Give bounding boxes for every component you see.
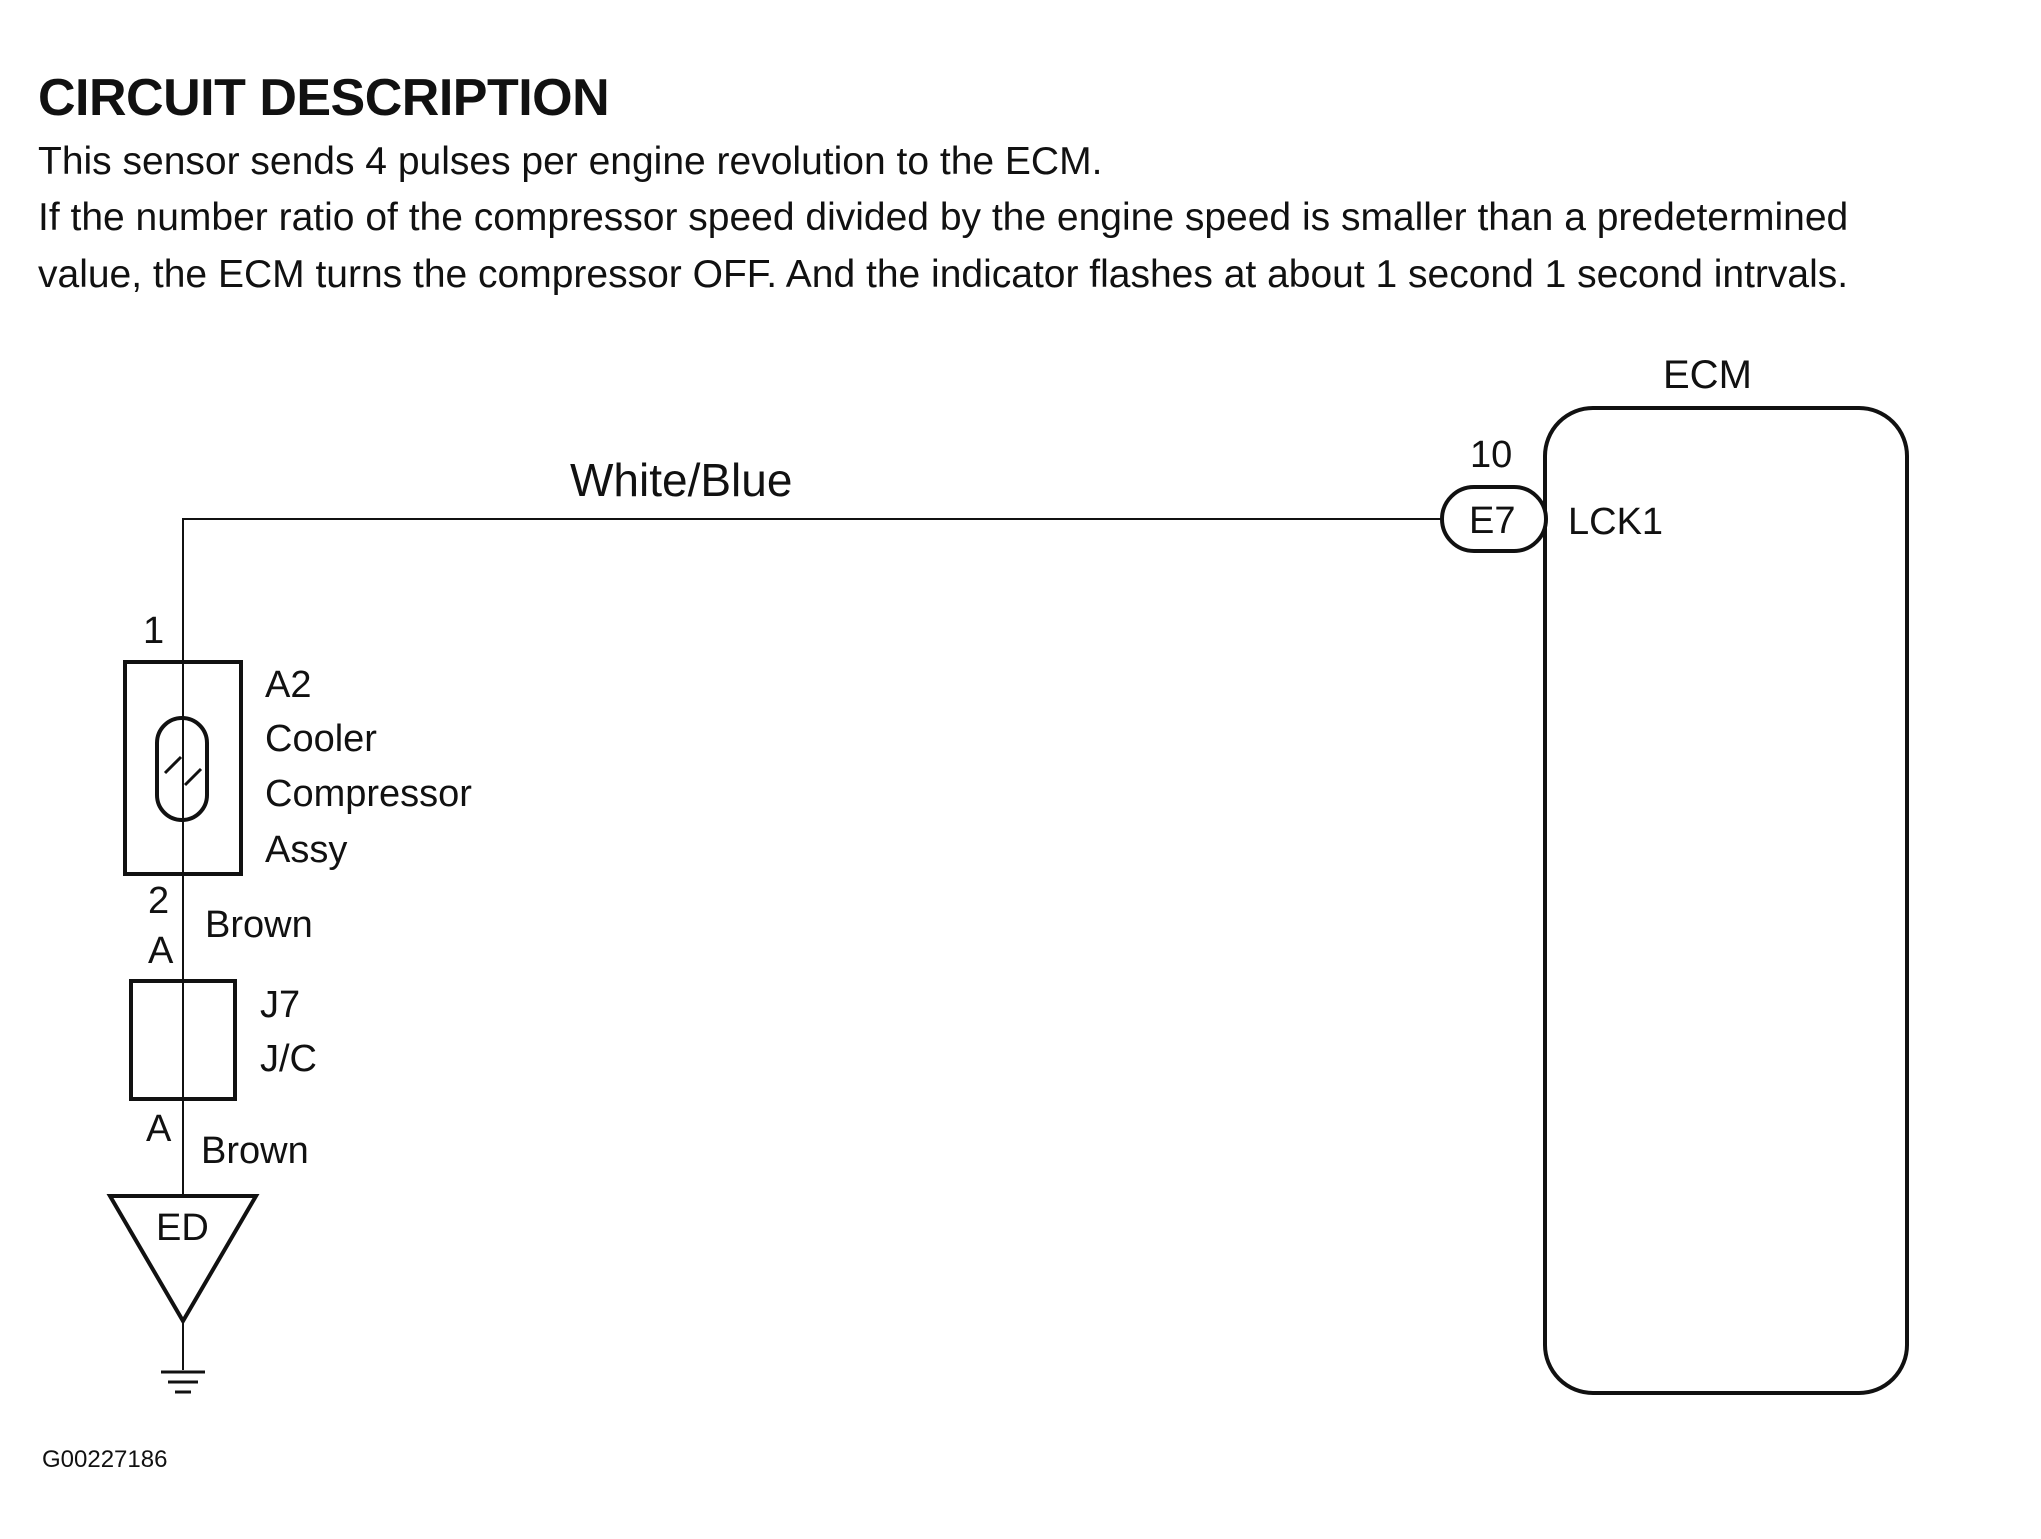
- sensor-code: A2: [265, 664, 311, 706]
- junction-pin-top: A: [148, 930, 174, 972]
- sensor-pickup-slash-lower: [183, 767, 203, 787]
- sensor-pin-top: 1: [143, 610, 164, 652]
- junction-pin-bottom: A: [146, 1108, 172, 1150]
- sensor-name-line-2: Compressor: [265, 773, 472, 815]
- ecm-connector: [1440, 485, 1548, 553]
- junction-name: J/C: [260, 1038, 317, 1080]
- ecm-pin-number: 10: [1470, 434, 1512, 476]
- description-line-1: This sensor sends 4 pulses per engine re…: [38, 140, 1103, 183]
- wire-label-brown-1: Brown: [205, 904, 313, 946]
- junction-box: [129, 979, 237, 1101]
- description-line-2: If the number ratio of the compressor sp…: [38, 196, 1849, 239]
- ecm-terminal-label: LCK1: [1568, 501, 1663, 543]
- wire-label-white-blue: White/Blue: [570, 454, 792, 506]
- wire-white-blue: [182, 518, 1442, 1200]
- ground-point-label: ED: [156, 1207, 209, 1249]
- sensor-pin-bottom: 2: [148, 880, 169, 922]
- ground-point-triangle: [106, 1194, 260, 1325]
- wire-label-brown-2: Brown: [201, 1130, 309, 1172]
- ecm-connector-code: E7: [1469, 500, 1515, 542]
- ground-icon: [161, 1370, 205, 1394]
- ecm-label: ECM: [1663, 353, 1752, 397]
- description-line-3: value, the ECM turns the compressor OFF.…: [38, 253, 1849, 296]
- sensor-name-line-1: Cooler: [265, 718, 377, 760]
- junction-code: J7: [260, 984, 300, 1026]
- ecm-box: [1543, 406, 1909, 1395]
- page-title: CIRCUIT DESCRIPTION: [38, 69, 610, 127]
- figure-id: G00227186: [42, 1446, 167, 1473]
- sensor-pickup-slash-upper: [163, 755, 183, 775]
- sensor-name-line-3: Assy: [265, 829, 347, 871]
